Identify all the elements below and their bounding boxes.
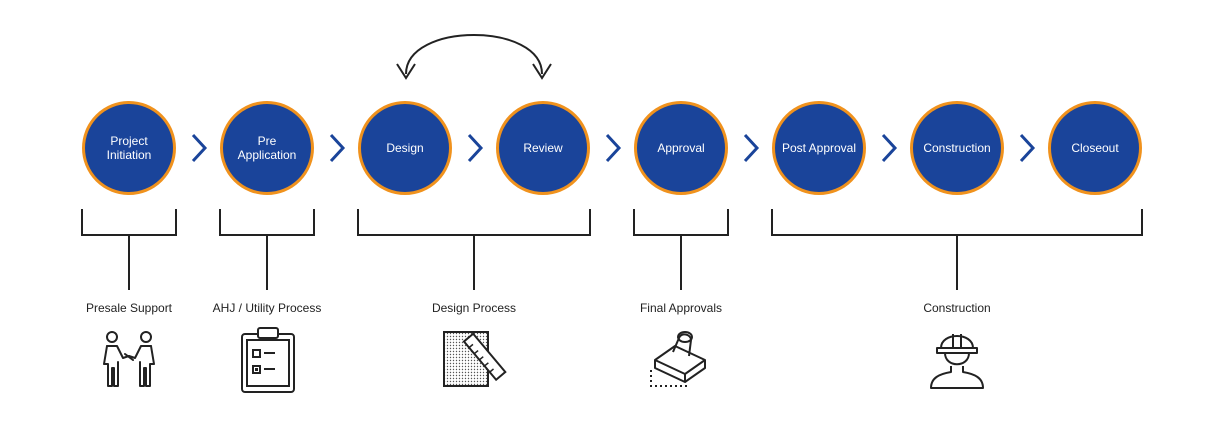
stage-label: Pre Application bbox=[237, 134, 297, 162]
approval-stamp-icon bbox=[650, 331, 706, 387]
design-review-loop-arrow bbox=[396, 34, 552, 80]
stage-closeout: Closeout bbox=[1048, 101, 1142, 195]
group-label-design: Design Process bbox=[431, 301, 517, 315]
chevron-right-icon bbox=[329, 133, 346, 163]
stage-label: Approval bbox=[657, 141, 705, 155]
bracket-approvals bbox=[633, 209, 729, 290]
bracket-ahj bbox=[219, 209, 315, 290]
chevron-right-icon bbox=[743, 133, 760, 163]
stage-label: Closeout bbox=[1071, 141, 1119, 155]
blueprint-ruler-icon bbox=[443, 331, 507, 387]
group-label-approvals: Final Approvals bbox=[639, 301, 723, 315]
hardhat-worker-icon bbox=[930, 334, 984, 389]
handshake-icon bbox=[103, 331, 155, 387]
stage-label: Post Approval bbox=[781, 141, 857, 155]
group-label-construction: Construction bbox=[923, 301, 991, 315]
stage-label: Design bbox=[386, 141, 424, 155]
stage-approval: Approval bbox=[634, 101, 728, 195]
stage-label: Construction bbox=[923, 141, 991, 155]
chevron-right-icon bbox=[605, 133, 622, 163]
stage-pre-application: Pre Application bbox=[220, 101, 314, 195]
group-label-ahj: AHJ / Utility Process bbox=[212, 301, 322, 315]
stage-label: Project Initiation bbox=[106, 134, 152, 162]
group-label-presale: Presale Support bbox=[85, 301, 173, 315]
stage-review: Review bbox=[496, 101, 590, 195]
stage-construction: Construction bbox=[910, 101, 1004, 195]
chevron-right-icon bbox=[467, 133, 484, 163]
chevron-right-icon bbox=[881, 133, 898, 163]
stage-project-initiation: Project Initiation bbox=[82, 101, 176, 195]
stage-label: Review bbox=[523, 141, 563, 155]
bracket-construction bbox=[771, 209, 1143, 290]
bracket-presale bbox=[81, 209, 177, 290]
stage-design: Design bbox=[358, 101, 452, 195]
clipboard-checklist-icon bbox=[241, 327, 295, 393]
stage-post-approval: Post Approval bbox=[772, 101, 866, 195]
chevron-right-icon bbox=[1019, 133, 1036, 163]
bracket-design bbox=[357, 209, 591, 290]
chevron-right-icon bbox=[191, 133, 208, 163]
